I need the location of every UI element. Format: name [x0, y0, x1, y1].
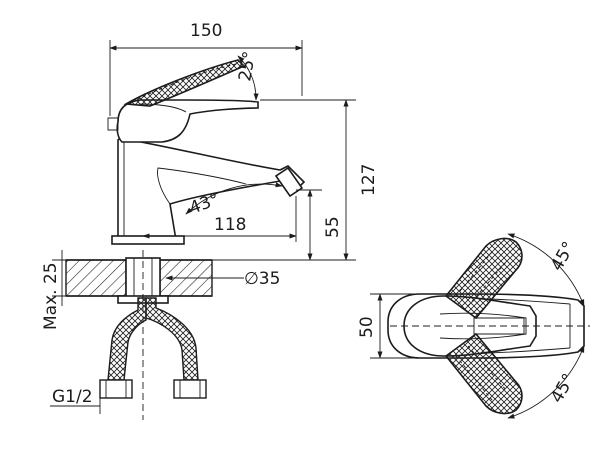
dim-reach-118: 118: [142, 196, 297, 242]
label-g1-2: G1/2: [52, 387, 93, 407]
faucet-body: [111, 137, 306, 245]
dim-max-25: Max. 25: [41, 250, 70, 330]
label-150: 150: [190, 21, 222, 41]
label-max-25: Max. 25: [41, 262, 61, 330]
label-118: 118: [214, 215, 246, 235]
label-127: 127: [359, 164, 379, 196]
lever-handle: [107, 59, 259, 143]
label-55: 55: [323, 216, 343, 238]
dim-width-150: 150: [109, 21, 303, 116]
dim-angle-25: 25°: [235, 50, 260, 101]
dim-height-127: 127: [200, 99, 379, 261]
thread-callout: G1/2: [50, 387, 101, 414]
label-25-deg: 25°: [235, 50, 260, 83]
top-view: 50 45° 45°: [357, 233, 590, 419]
side-view: 150 25° 127 55 118 43°: [41, 21, 379, 420]
dim-width-50: 50: [357, 293, 420, 359]
label-50: 50: [357, 316, 377, 338]
dim-diameter-35: ∅35: [165, 269, 280, 289]
label-diameter-35: ∅35: [244, 269, 280, 289]
dim-height-55: 55: [296, 189, 343, 261]
label-45-deg-lower: 45°: [547, 370, 579, 406]
supply-hoses: [99, 297, 207, 399]
label-45-deg-upper: 45°: [547, 238, 579, 274]
